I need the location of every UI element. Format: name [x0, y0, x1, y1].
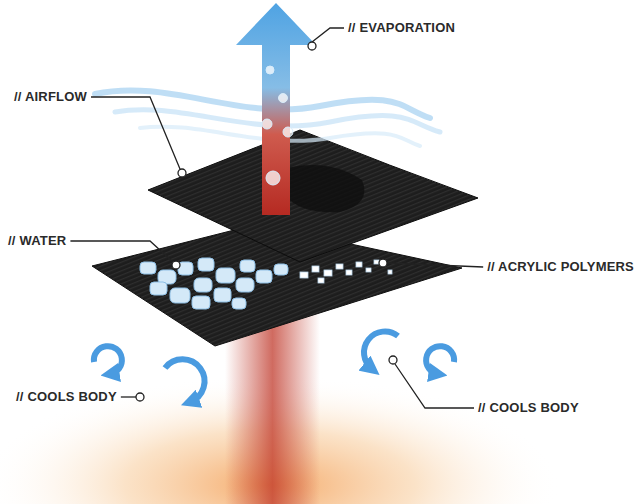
vapor-bubble	[279, 94, 288, 103]
ice-crystal	[232, 298, 246, 309]
leader-line	[70, 241, 173, 262]
wet-patch	[286, 165, 364, 212]
vapor-bubbles	[262, 66, 293, 185]
ice-crystal	[198, 258, 214, 271]
ice-crystal	[216, 268, 235, 283]
polymer-grain	[312, 266, 319, 272]
circulation-arrow	[426, 346, 454, 374]
polymer-grain	[374, 260, 379, 264]
polymer-crystals	[300, 260, 392, 283]
ice-crystal	[150, 282, 167, 295]
ice-crystal	[256, 270, 272, 283]
leader-line	[312, 28, 344, 42]
vapor-bubble	[266, 171, 280, 185]
polymer-grain	[388, 270, 392, 274]
ice-crystal	[274, 264, 288, 275]
ice-crystal	[194, 278, 212, 292]
ice-crystal	[236, 278, 254, 292]
circulation-arrow	[364, 331, 398, 369]
leader-line	[91, 97, 180, 169]
polymer-grain	[346, 270, 352, 275]
upper-fabric-layer	[148, 130, 478, 262]
vapor-bubble	[266, 66, 274, 74]
ice-crystal	[170, 288, 190, 303]
polymer-grain	[356, 262, 362, 267]
evaporation-arrow	[236, 3, 316, 215]
leader-dot	[379, 259, 387, 267]
callout-label: // EVAPORATION	[348, 20, 455, 36]
circulation-arrow	[94, 346, 122, 374]
polymer-grain	[318, 278, 324, 283]
leader-dot	[136, 393, 144, 401]
leader-dot	[308, 42, 316, 50]
callout-label: // AIRFLOW	[14, 89, 87, 105]
leader-line	[387, 263, 483, 267]
circulation-arrow	[165, 359, 205, 402]
leader-dot	[172, 261, 180, 269]
water-crystals	[140, 258, 288, 309]
ice-crystal	[192, 296, 210, 309]
polymer-grain	[366, 268, 371, 272]
callout-label: // WATER	[8, 233, 66, 249]
ice-crystal	[240, 260, 255, 272]
polymer-grain	[324, 270, 332, 276]
ice-crystal	[214, 288, 231, 302]
leader-line	[121, 396, 136, 397]
callout-label: // ACRYLIC POLYMERS	[487, 259, 634, 275]
vapor-bubble	[262, 119, 272, 129]
polymer-grain	[336, 264, 343, 269]
leader-dot	[178, 169, 186, 177]
polymer-grain	[300, 272, 308, 278]
callout-label: // COOLS BODY	[16, 389, 117, 405]
ice-crystal	[140, 262, 156, 274]
leader-dot	[389, 356, 397, 364]
vapor-bubble	[283, 127, 293, 137]
callout-label: // COOLS BODY	[478, 400, 579, 416]
leader-line	[395, 364, 474, 408]
circulation-arrows	[94, 331, 454, 402]
